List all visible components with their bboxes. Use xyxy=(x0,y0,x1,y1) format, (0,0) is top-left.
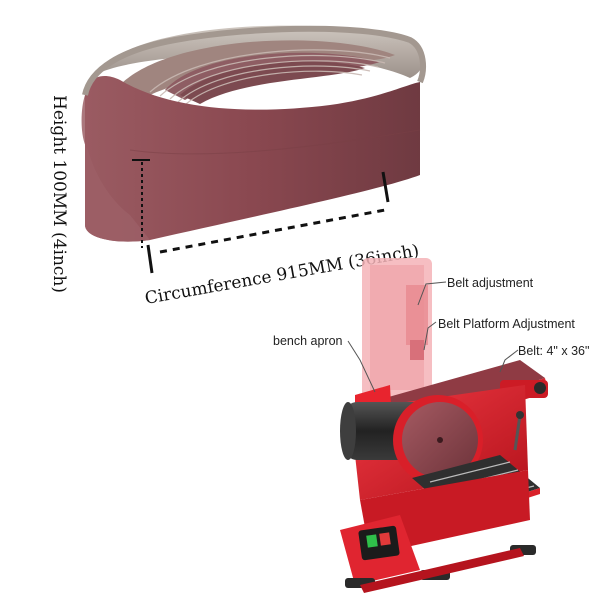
bench-apron-label: bench apron xyxy=(273,334,343,348)
belt-size-label: Belt: 4" x 36" xyxy=(518,344,589,358)
height-label: Height 100MM (4inch) xyxy=(49,95,69,293)
sanding-belt-stack xyxy=(81,25,426,242)
callout-leader-lines xyxy=(347,281,519,393)
belt-disc-sander xyxy=(340,258,548,593)
height-dimension-line xyxy=(132,159,154,274)
circumference-dimension-line xyxy=(159,171,390,254)
belt-platform-adjustment-label: Belt Platform Adjustment xyxy=(438,317,575,331)
belt-adjustment-label: Belt adjustment xyxy=(447,276,534,290)
